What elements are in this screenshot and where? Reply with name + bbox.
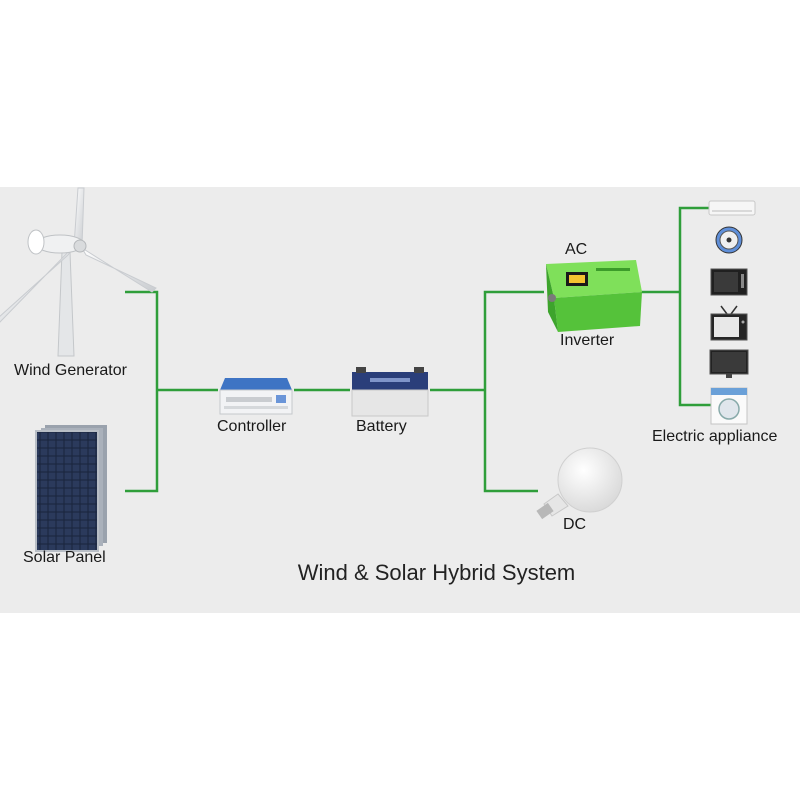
inverter-label: Inverter <box>560 332 615 349</box>
microwave-icon <box>710 268 748 296</box>
monitor-icon <box>709 349 749 378</box>
controller-icon <box>219 378 293 415</box>
electric-appliance-label: Electric appliance <box>652 428 778 445</box>
washing-machine-icon <box>710 387 748 425</box>
fan-icon <box>715 226 743 254</box>
battery-label: Battery <box>356 418 407 435</box>
air-conditioner-icon <box>708 200 756 216</box>
ac-label: AC <box>565 241 588 258</box>
wiring <box>125 206 715 493</box>
light-bulb-icon <box>536 447 623 520</box>
solar-panel-icon <box>35 425 107 552</box>
diagram-title: Wind & Solar Hybrid System <box>297 560 576 585</box>
battery-icon <box>351 367 429 417</box>
wind-turbine-icon <box>0 187 157 357</box>
inverter-icon <box>546 260 642 332</box>
solar-panel-label: Solar Panel <box>23 549 106 566</box>
controller-label: Controller <box>217 418 287 435</box>
dc-label: DC <box>563 516 587 533</box>
wind-generator-label: Wind Generator <box>14 362 127 379</box>
tv-icon <box>710 305 748 341</box>
